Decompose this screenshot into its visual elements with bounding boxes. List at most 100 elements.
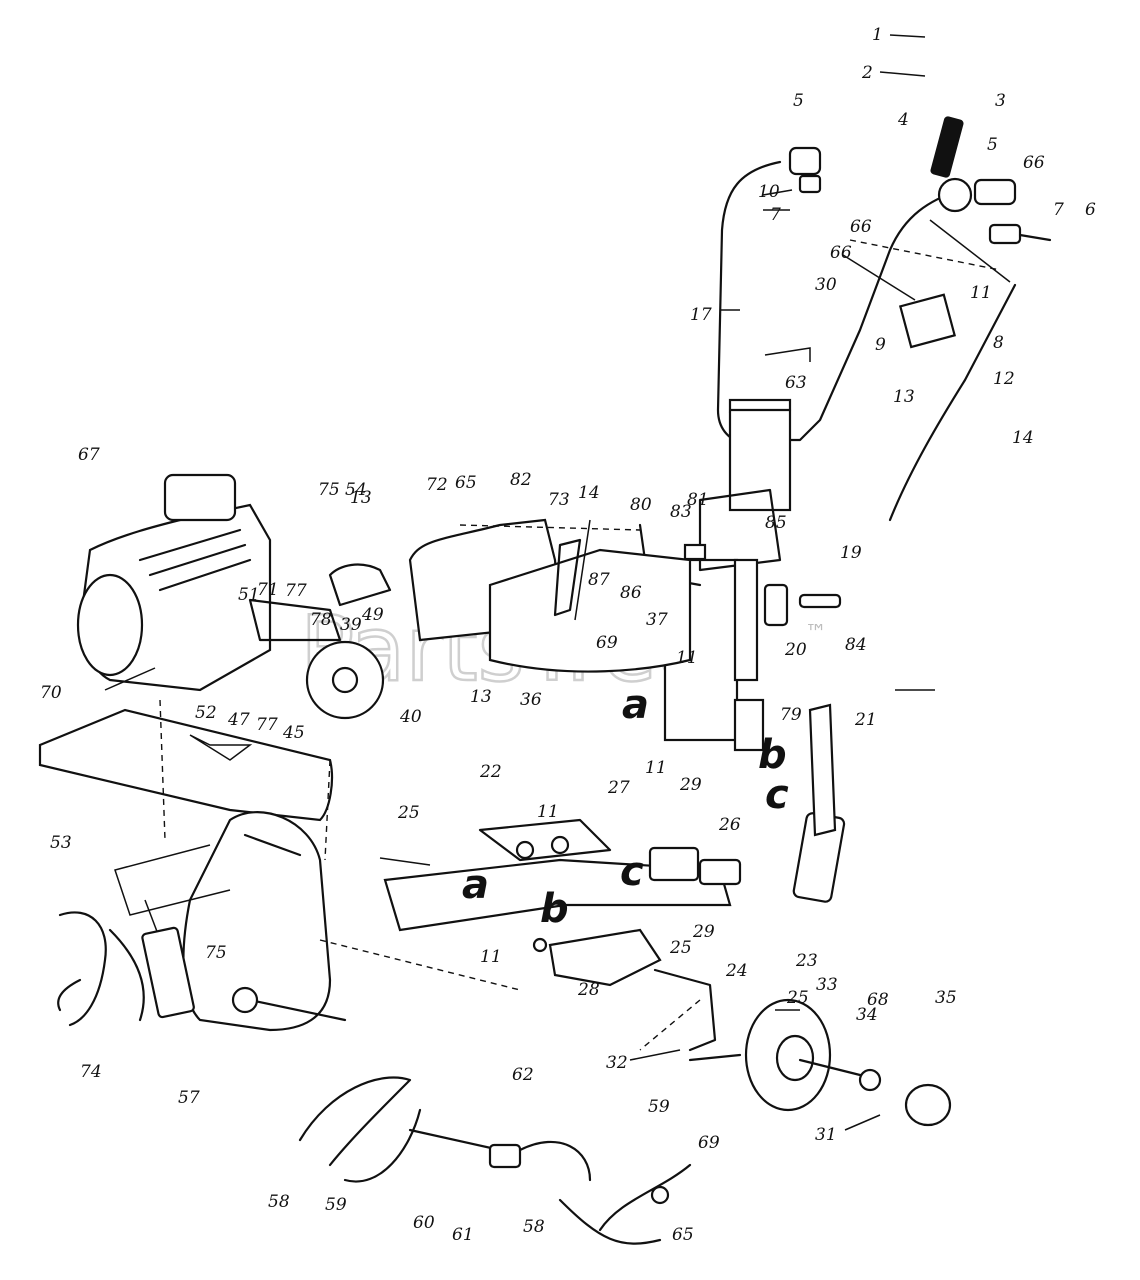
callout-label: 78 [310,610,332,630]
callout-label: 47 [227,710,250,730]
callout-label: 66 [850,217,872,237]
wheel-assembly [653,968,952,1127]
callout-label: 69 [596,633,618,653]
callout-label: 24 [725,961,748,981]
callout-label: 10 [758,182,780,202]
callout-label: 13 [893,387,915,407]
callout-label: 36 [520,690,542,710]
callout-label: 13 [350,488,372,508]
callout-label: 66 [830,243,852,263]
callout-label: 11 [645,758,667,778]
callout-label: 28 [577,980,600,1000]
callout-label: 30 [815,275,837,295]
callout-leaders [104,34,935,1131]
callout-label: 21 [854,710,877,730]
callout-label: 23 [795,951,818,971]
column-bracket [638,488,842,752]
callout-label: 2 [861,63,873,83]
callout-label: 20 [784,640,807,660]
callout-label: 83 [670,502,692,522]
callout-label: 8 [993,333,1004,353]
callout-label: 80 [630,495,652,515]
callout-label: 77 [256,715,278,735]
callout-label: 3 [995,91,1006,111]
callout-label: 29 [679,775,702,795]
callout-label: 11 [676,648,698,668]
callout-label: 1 [872,25,883,45]
callout-label: 66 [1023,153,1045,173]
callout-label: 35 [935,988,957,1008]
watermark-trademark: ™ [805,621,827,646]
callout-label: 39 [340,615,362,635]
callout-label: 54 [345,480,367,500]
callout-label: 85 [765,513,787,533]
callout-label: 59 [648,1097,670,1117]
section-marker-b: b [540,886,569,932]
callout-label: 7 [1053,200,1064,220]
engine [76,473,392,720]
section-marker-a: a [622,682,649,728]
callout-label: 25 [786,988,809,1008]
callout-label: 57 [178,1088,200,1108]
callout-label: 5 [987,135,998,155]
callout-label: 61 [452,1225,474,1245]
callout-label: 32 [606,1053,628,1073]
callout-label: 33 [816,975,838,995]
callout-label: 70 [40,683,62,703]
callout-label: 25 [669,938,692,958]
callout-label: 13 [470,687,492,707]
callout-label: 25 [397,803,420,823]
callout-label: 87 [588,570,610,590]
callout-label: 17 [690,305,712,325]
callout-label: 27 [607,778,630,798]
tines-bottom [298,1076,692,1245]
callout-label: 11 [480,947,502,967]
callout-label: 58 [523,1217,545,1237]
callout-label: 11 [970,283,992,303]
callout-label: 71 [257,580,279,600]
callout-label: 84 [845,635,867,655]
callout-label: 29 [692,922,715,942]
callout-label: 19 [840,543,862,563]
callout-label: 75 [318,480,340,500]
callout-label: 72 [426,475,448,495]
callout-label: 14 [1012,428,1034,448]
callout-label: 73 [548,490,570,510]
callout-label: 75 [205,943,227,963]
handle-assembly [716,116,1052,522]
callout-label: 79 [780,705,802,725]
callout-label: 31 [815,1125,837,1145]
callout-label: 5 [793,91,804,111]
callout-label: 53 [50,833,72,853]
callout-label: 6 [1085,200,1096,220]
callout-label: 34 [856,1005,878,1025]
tines-left [57,911,145,1027]
section-marker-c: c [620,849,644,895]
section-marker-c: c [765,772,789,818]
callout-label: 51 [238,585,260,605]
callout-label: 14 [578,483,600,503]
callout-label: 9 [875,335,886,355]
callout-label: 4 [897,110,909,130]
callout-label: 65 [455,473,477,493]
callout-label: 22 [479,762,502,782]
callout-label: 74 [80,1062,102,1082]
callout-labels: 1 2 3 4 5 5 6 7 7 8 9 10 11 11 11 11 11 … [40,25,1096,1245]
assembly-lines [159,239,1001,1051]
callout-label: 52 [195,703,217,723]
callout-label: 67 [78,445,100,465]
callout-label: 59 [325,1195,347,1215]
callout-label: 45 [282,723,305,743]
section-marker-a: a [462,862,489,908]
callout-label: 58 [268,1192,290,1212]
callout-label: 81 [687,490,709,510]
callout-label: 77 [285,581,307,601]
callout-label: 63 [785,373,807,393]
section-marker-b: b [758,732,787,778]
callout-label: 26 [718,815,741,835]
callout-label: 62 [512,1065,534,1085]
callout-label: 7 [770,205,781,225]
callout-label: 86 [620,583,642,603]
callout-label: 37 [646,610,668,630]
